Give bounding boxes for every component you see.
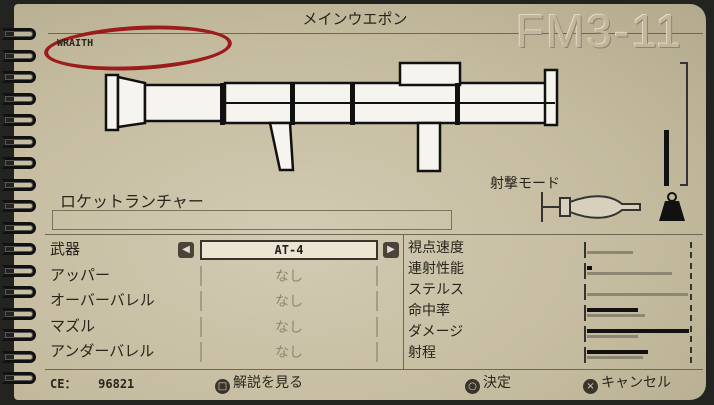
slot-label: アンダーバレル bbox=[50, 342, 155, 360]
description-box bbox=[52, 210, 452, 230]
stat-bar bbox=[584, 263, 692, 279]
slot-label: アッパー bbox=[50, 265, 111, 284]
page-title: メインウエポン bbox=[302, 10, 408, 28]
spiral-ring bbox=[2, 286, 36, 298]
spiral-ring bbox=[2, 178, 36, 191]
weight-gauge bbox=[680, 62, 688, 186]
stat-bar-compare bbox=[587, 314, 646, 317]
spiral-ring bbox=[2, 71, 36, 83]
confirm-label: 決定 bbox=[483, 375, 511, 391]
spiral-ring bbox=[2, 28, 36, 40]
square-button-icon: □ bbox=[215, 379, 230, 394]
cancel-button[interactable]: ×キャンセル bbox=[583, 372, 671, 394]
stat-bar-compare bbox=[587, 272, 672, 275]
slot-value[interactable]: なし bbox=[200, 342, 378, 362]
spiral-ring bbox=[2, 307, 36, 320]
stat-bar bbox=[584, 347, 692, 363]
stat-bar-current bbox=[587, 329, 689, 333]
cross-button-icon: × bbox=[583, 379, 598, 394]
info-label: 解説を見る bbox=[233, 375, 303, 391]
ce-display: CE： 96821 bbox=[50, 375, 134, 392]
slot-label: マズル bbox=[50, 316, 96, 335]
spiral-ring bbox=[2, 114, 36, 126]
divider bbox=[45, 369, 703, 370]
weight-icon bbox=[659, 192, 685, 221]
weapon-illustration bbox=[104, 61, 559, 173]
weapon-tag: WRAITH bbox=[57, 38, 94, 49]
stat-label: 射程 bbox=[408, 345, 436, 361]
arrow-right-icon[interactable]: ▶ bbox=[383, 242, 399, 258]
fire-mode-label: 射撃モード bbox=[490, 176, 560, 192]
spiral-ring bbox=[2, 350, 36, 363]
spiral-ring bbox=[2, 157, 36, 169]
spiral-ring bbox=[2, 372, 36, 384]
stat-label: 視点速度 bbox=[408, 240, 464, 256]
stat-bar-compare bbox=[587, 293, 688, 296]
slot-label: オーバーバレル bbox=[50, 291, 155, 309]
ce-value: 96821 bbox=[98, 377, 135, 391]
stat-bar bbox=[584, 284, 692, 300]
weapon-model: FM3-11 bbox=[516, 5, 684, 57]
stat-bar-compare bbox=[587, 335, 638, 338]
stat-label: 連射性能 bbox=[408, 261, 464, 277]
slot-value[interactable]: なし bbox=[200, 265, 378, 286]
cancel-label: キャンセル bbox=[601, 375, 671, 391]
weapon-category: ロケットランチャー bbox=[60, 192, 204, 211]
slot-value[interactable]: なし bbox=[200, 316, 378, 337]
stat-bar-current bbox=[587, 266, 593, 270]
stat-bar bbox=[584, 326, 692, 342]
spiral-ring bbox=[2, 92, 36, 105]
stat-bar bbox=[584, 242, 692, 258]
divider bbox=[45, 234, 703, 235]
spiral-ring bbox=[2, 329, 36, 341]
stat-label: ダメージ bbox=[408, 324, 464, 340]
stat-label: 命中率 bbox=[408, 303, 450, 319]
slot-value[interactable]: なし bbox=[200, 291, 378, 311]
spiral-ring bbox=[2, 221, 36, 234]
spiral-ring bbox=[2, 200, 36, 212]
spiral-ring bbox=[2, 135, 36, 148]
weight-gauge-fill bbox=[664, 130, 669, 186]
arrow-left-icon[interactable]: ◀ bbox=[178, 242, 194, 258]
info-button[interactable]: □解説を見る bbox=[215, 372, 303, 394]
slot-value[interactable]: AT-4 bbox=[200, 240, 378, 260]
stat-label: ステルス bbox=[408, 282, 464, 298]
divider bbox=[403, 234, 404, 370]
stat-bar-compare bbox=[587, 356, 644, 359]
confirm-button[interactable]: ○決定 bbox=[465, 372, 511, 394]
divider bbox=[48, 33, 703, 34]
stat-bar-current bbox=[587, 308, 638, 312]
grenade-icon bbox=[541, 192, 641, 222]
spiral-ring bbox=[2, 264, 36, 277]
ce-label: CE： bbox=[50, 377, 77, 391]
spiral-ring bbox=[2, 49, 36, 62]
stat-bar bbox=[584, 305, 692, 321]
spiral-ring bbox=[2, 243, 36, 255]
circle-button-icon: ○ bbox=[465, 379, 480, 394]
slot-label: 武器 bbox=[50, 240, 81, 258]
stat-bar-current bbox=[587, 350, 649, 354]
stat-bar-compare bbox=[587, 251, 633, 254]
